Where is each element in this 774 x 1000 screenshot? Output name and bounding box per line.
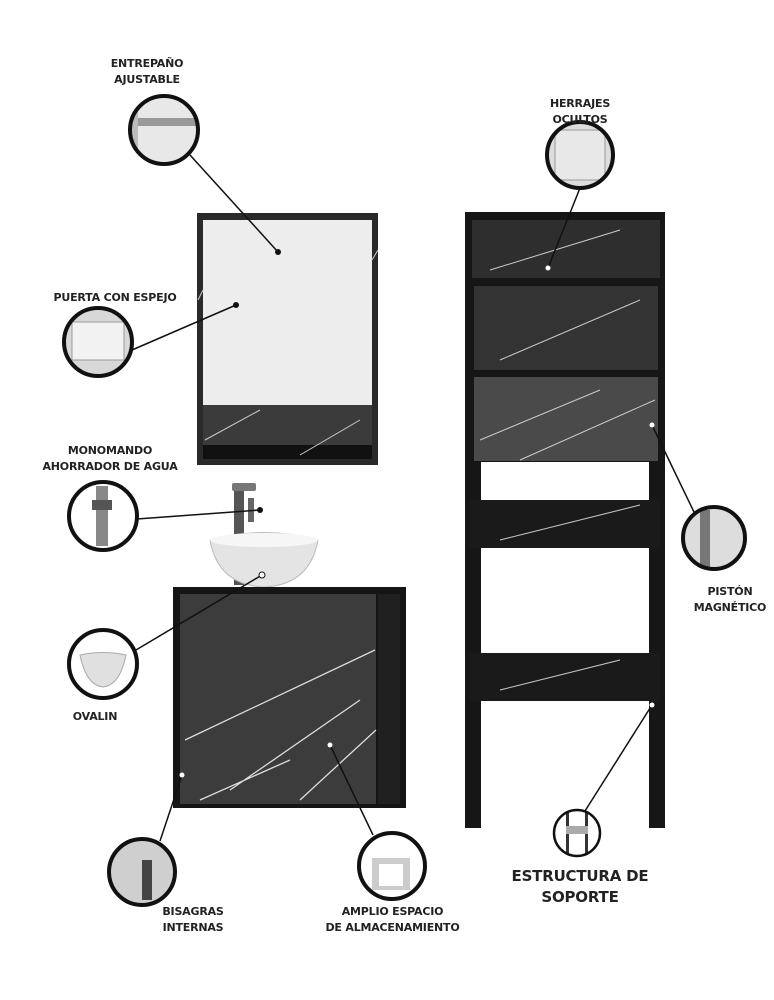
label-line: HERRAJES bbox=[549, 97, 611, 110]
detail-storage-icon bbox=[357, 831, 427, 901]
label-line: INTERNAS bbox=[162, 921, 224, 934]
label-line: PISTÓN bbox=[707, 585, 753, 598]
detail-ovalin-icon bbox=[67, 628, 139, 700]
anchor-dots bbox=[179, 249, 655, 778]
detail-hidden-hardware-icon bbox=[545, 120, 615, 190]
label-line: AJUSTABLE bbox=[114, 73, 180, 86]
label-line: AMPLIO ESPACIO bbox=[341, 905, 444, 918]
label-herrajes-ocultos: HERRAJES OCULTOS bbox=[540, 96, 620, 128]
ovalin-bowl bbox=[209, 532, 319, 588]
label-line: OCULTOS bbox=[552, 113, 608, 126]
label-line: ESTRUCTURA DE bbox=[511, 867, 649, 885]
label-estructura-de-soporte: ESTRUCTURA DE SOPORTE bbox=[500, 866, 660, 908]
leader-lines bbox=[131, 154, 695, 842]
label-ovalin: OVALIN bbox=[65, 709, 125, 725]
label-line: SOPORTE bbox=[541, 888, 619, 906]
detail-support-structure-icon bbox=[552, 808, 602, 858]
mirror-cabinet bbox=[197, 213, 379, 465]
detail-mirror-door-icon bbox=[62, 306, 134, 378]
detail-magnetic-piston-icon bbox=[681, 505, 747, 571]
label-line: DE ALMACENAMIENTO bbox=[325, 921, 460, 934]
label-puerta-con-espejo: PUERTA CON ESPEJO bbox=[40, 290, 190, 306]
label-piston-magnetico: PISTÓN MAGNÉTICO bbox=[690, 584, 770, 616]
detail-faucet-icon bbox=[67, 480, 139, 552]
detail-hinge-icon bbox=[107, 837, 177, 907]
label-line: MONOMANDO bbox=[67, 444, 153, 457]
label-line: MAGNÉTICO bbox=[693, 601, 767, 614]
label-bisagras-internas: BISAGRAS INTERNAS bbox=[153, 904, 233, 936]
label-line: PUERTA CON ESPEJO bbox=[53, 291, 177, 304]
label-line: ENTREPAÑO bbox=[110, 57, 184, 70]
label-line: OVALIN bbox=[72, 710, 118, 723]
detail-entrepano-icon bbox=[128, 94, 200, 166]
vanity-cabinet bbox=[173, 587, 406, 808]
label-line: BISAGRAS bbox=[162, 905, 224, 918]
label-amplio-espacio: AMPLIO ESPACIO DE ALMACENAMIENTO bbox=[320, 904, 465, 936]
label-monomando: MONOMANDO AHORRADOR DE AGUA bbox=[35, 443, 185, 475]
label-line: AHORRADOR DE AGUA bbox=[42, 460, 178, 473]
tall-storage-unit bbox=[465, 212, 665, 828]
label-entrepano-ajustable: ENTREPAÑO AJUSTABLE bbox=[97, 56, 197, 88]
